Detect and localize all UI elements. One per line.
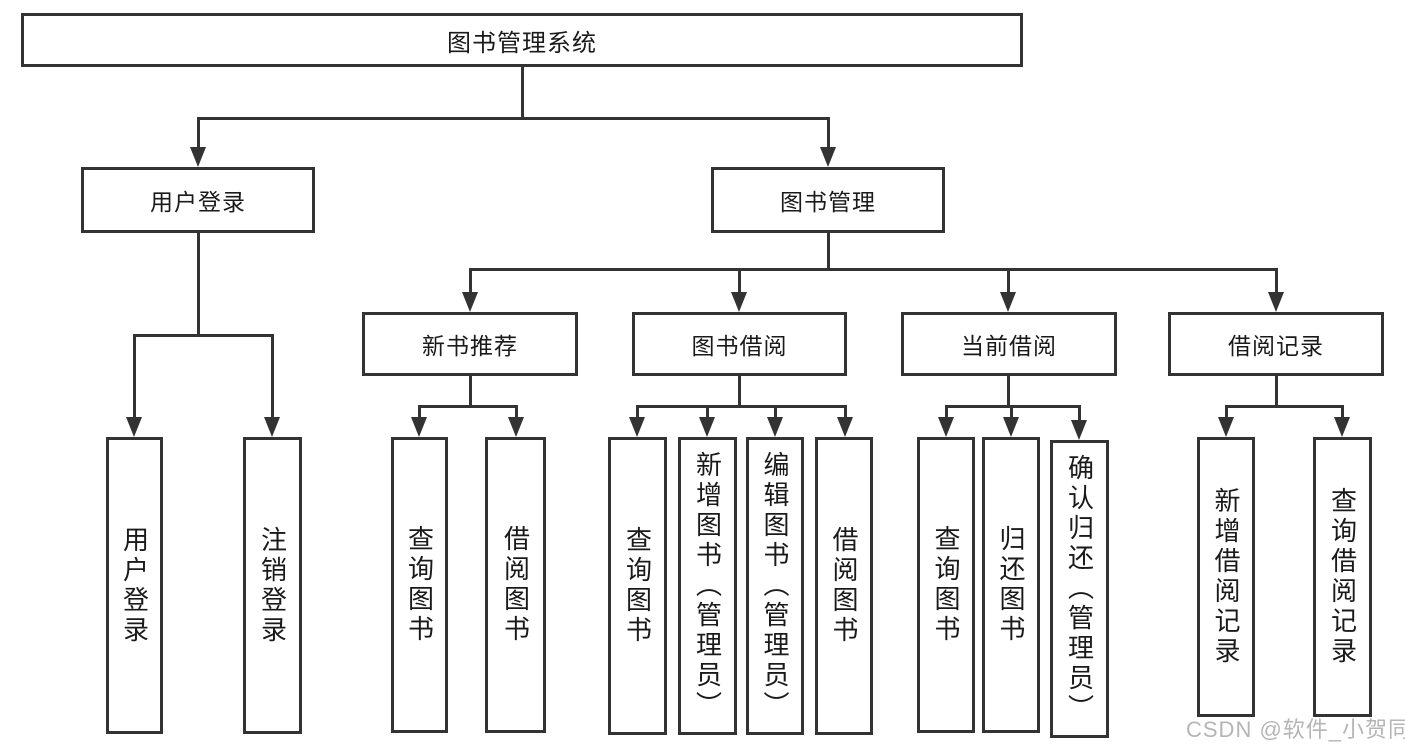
connector-drop-leaf (418, 405, 421, 419)
connector-drop-leaf (706, 405, 709, 419)
connector-arrowhead (1000, 292, 1016, 312)
leaf-confirm-return-admin: 确认归还（管理员） (1050, 440, 1109, 738)
connector-user-login-rail (133, 334, 274, 337)
leaf-user-login: 用户登录 (106, 437, 163, 734)
node-new-book-recommendation: 新书推荐 (362, 312, 578, 376)
connector-arrowhead (411, 417, 427, 437)
connector-book-borrowing-stem (738, 376, 741, 408)
connector-book-borrowing-rail (636, 405, 847, 408)
connector-user-login-stem (197, 233, 200, 336)
connector-drop-book-management (827, 117, 830, 150)
connector-arrowhead (1268, 292, 1284, 312)
connector-arrowhead (938, 417, 954, 437)
connector-drop-leaf (945, 405, 948, 419)
connector-current-borrowing-stem (1007, 376, 1010, 408)
leaf-return-books: 归还图书 (982, 437, 1040, 733)
connector-arrowhead (699, 417, 715, 437)
connector-new-book-rail (418, 405, 518, 408)
node-library-management-system: 图书管理系统 (21, 13, 1023, 67)
connector-arrowhead (126, 417, 142, 437)
connector-arrowhead (264, 417, 280, 437)
connector-drop-leaf (1341, 405, 1344, 419)
connector-arrowhead (1218, 417, 1234, 437)
connector-root-stem (521, 67, 524, 119)
leaf-logout: 注销登录 (243, 437, 302, 734)
connector-borrowing-records-rail (1225, 405, 1344, 408)
leaf-query-books-borrowing: 查询图书 (608, 437, 667, 735)
connector-drop-leaf (1078, 405, 1081, 422)
connector-drop-current-borrowing (1007, 268, 1010, 293)
connector-arrowhead (767, 417, 783, 437)
connector-new-book-stem (469, 376, 472, 408)
connector-borrowing-records-stem (1275, 376, 1278, 408)
leaf-query-books-recommend: 查询图书 (391, 437, 448, 733)
leaf-borrow-books: 借阅图书 (815, 437, 873, 735)
node-book-management: 图书管理 (711, 167, 945, 233)
connector-arrowhead (1071, 420, 1087, 440)
connector-drop-borrowing-records (1275, 268, 1278, 293)
leaf-add-borrow-record: 新增借阅记录 (1197, 437, 1255, 717)
connector-drop-logout-leaf (271, 334, 274, 418)
leaf-add-books-admin: 新增图书（管理员） (678, 437, 737, 735)
connector-book-management-stem (827, 233, 830, 270)
leaf-query-books-current: 查询图书 (917, 437, 975, 733)
node-borrowing-records: 借阅记录 (1168, 312, 1384, 376)
connector-arrowhead (462, 292, 478, 312)
connector-drop-leaf (844, 405, 847, 419)
connector-drop-leaf (515, 405, 518, 419)
node-current-borrowing: 当前借阅 (901, 312, 1117, 376)
connector-drop-leaf (636, 405, 639, 419)
connector-arrowhead (1003, 417, 1019, 437)
connector-arrowhead (190, 147, 206, 167)
csdn-watermark: CSDN @软件_小贺同学 (1186, 717, 1405, 742)
connector-arrowhead (731, 292, 747, 312)
node-book-borrowing: 图书借阅 (632, 312, 847, 376)
connector-drop-leaf (1010, 405, 1013, 419)
node-user-login: 用户登录 (81, 167, 315, 233)
leaf-borrow-books-recommend: 借阅图书 (485, 437, 546, 733)
connector-arrowhead (508, 417, 524, 437)
connector-drop-new-book (469, 268, 472, 293)
leaf-edit-books-admin: 编辑图书（管理员） (746, 437, 804, 735)
connector-drop-book-borrowing (738, 268, 741, 293)
connector-drop-leaf (774, 405, 777, 419)
connector-level2-rail (197, 117, 830, 120)
connector-drop-leaf (1225, 405, 1228, 419)
connector-arrowhead (629, 417, 645, 437)
leaf-query-borrow-record: 查询借阅记录 (1313, 437, 1372, 717)
connector-current-borrowing-rail (945, 405, 1081, 408)
connector-drop-login-leaf (133, 334, 136, 418)
connector-arrowhead (820, 147, 836, 167)
connector-drop-user-login (197, 117, 200, 150)
connector-level3-rail (469, 268, 1278, 271)
connector-arrowhead (1334, 417, 1350, 437)
connector-arrowhead (837, 417, 853, 437)
